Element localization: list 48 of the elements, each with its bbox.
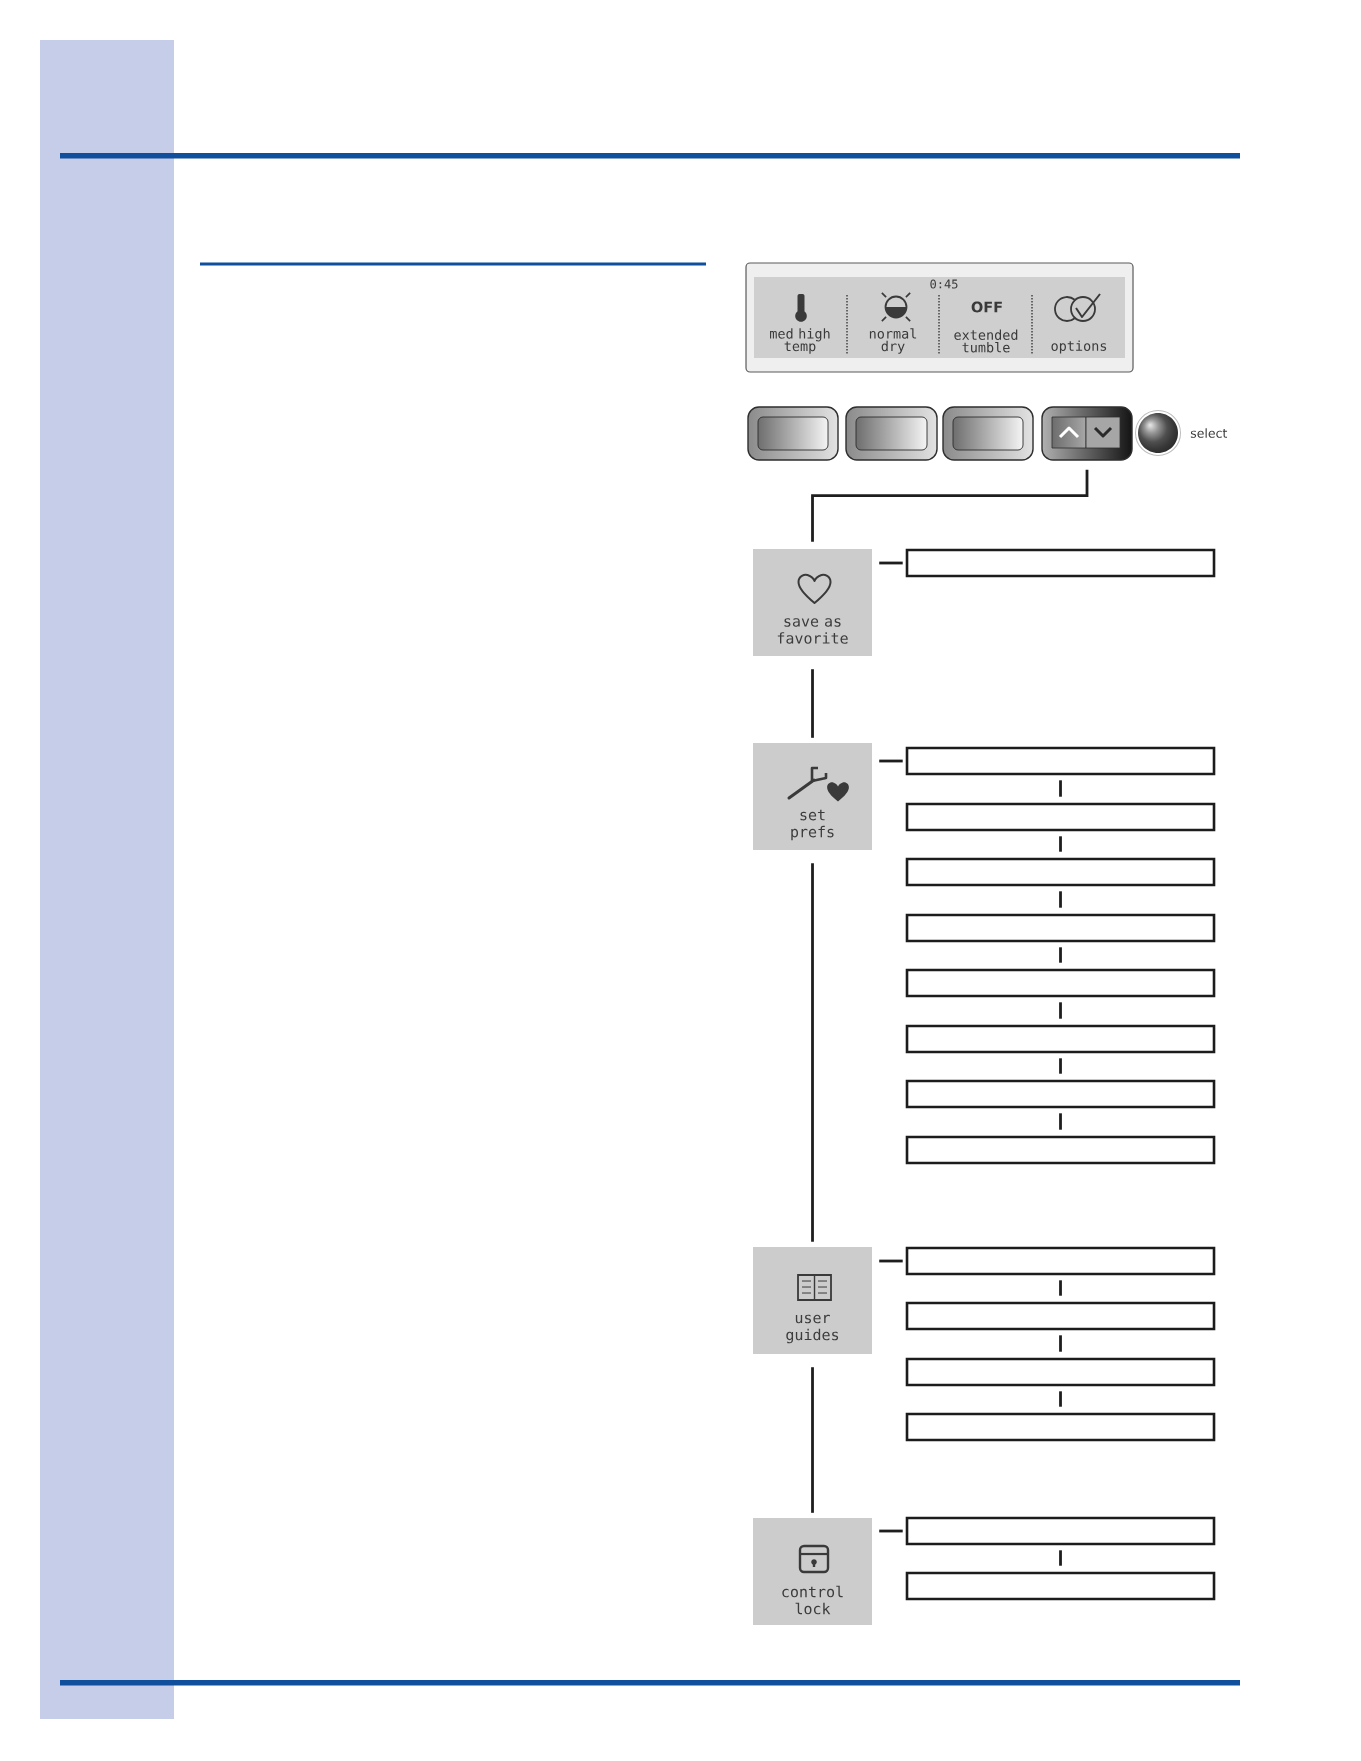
connector-line bbox=[879, 1529, 903, 1533]
blank-box bbox=[905, 1412, 1216, 1442]
setting-label: normal dry bbox=[869, 328, 917, 354]
connector-line bbox=[1059, 1058, 1062, 1074]
blank-box bbox=[905, 1571, 1216, 1601]
connector-line bbox=[1059, 1280, 1062, 1296]
push-button bbox=[845, 406, 938, 461]
connector-line bbox=[1059, 780, 1062, 797]
blank-box bbox=[905, 1516, 1216, 1546]
connector-line bbox=[811, 469, 1089, 542]
connector-line bbox=[1059, 1391, 1062, 1407]
connector-line bbox=[1059, 1550, 1062, 1566]
connector-line bbox=[879, 759, 903, 763]
blank-box bbox=[905, 1135, 1216, 1165]
connector-line bbox=[811, 863, 814, 1242]
push-button bbox=[942, 406, 1034, 461]
connector-line bbox=[1059, 836, 1062, 852]
blank-box bbox=[905, 968, 1216, 998]
connector-line bbox=[879, 1259, 903, 1263]
setting-label: med high temp bbox=[770, 328, 830, 354]
blank-box bbox=[905, 857, 1216, 887]
blank-box bbox=[905, 913, 1216, 943]
connector-line bbox=[811, 669, 814, 738]
connector-line bbox=[1059, 1113, 1062, 1130]
knob-label: select bbox=[1190, 428, 1228, 438]
setting-label: extended tumble bbox=[954, 329, 1018, 353]
push-button bbox=[747, 406, 839, 461]
menu-tile: set prefs bbox=[753, 743, 872, 850]
menu-label: options bbox=[1051, 340, 1107, 354]
blank-box bbox=[905, 746, 1216, 776]
blank-box bbox=[905, 548, 1216, 578]
blank-box bbox=[905, 1024, 1216, 1054]
connector-line bbox=[879, 561, 903, 565]
connector-line bbox=[1059, 1002, 1062, 1019]
connector-line bbox=[1059, 891, 1062, 908]
menu-tile: control lock bbox=[753, 1518, 872, 1625]
menu-tile: user guides bbox=[753, 1247, 872, 1354]
blank-box bbox=[905, 802, 1216, 832]
connector-line bbox=[811, 1367, 814, 1513]
blank-box bbox=[905, 1301, 1216, 1331]
blank-box bbox=[905, 1079, 1216, 1109]
blank-box bbox=[905, 1357, 1216, 1387]
connector-line bbox=[1059, 947, 1062, 963]
status-readout: OFF bbox=[971, 301, 1002, 313]
menu-tile: save as favorite bbox=[753, 549, 872, 656]
connector-line bbox=[1059, 1335, 1062, 1352]
time-readout: 0:45 bbox=[930, 279, 958, 289]
blank-box bbox=[905, 1246, 1216, 1276]
